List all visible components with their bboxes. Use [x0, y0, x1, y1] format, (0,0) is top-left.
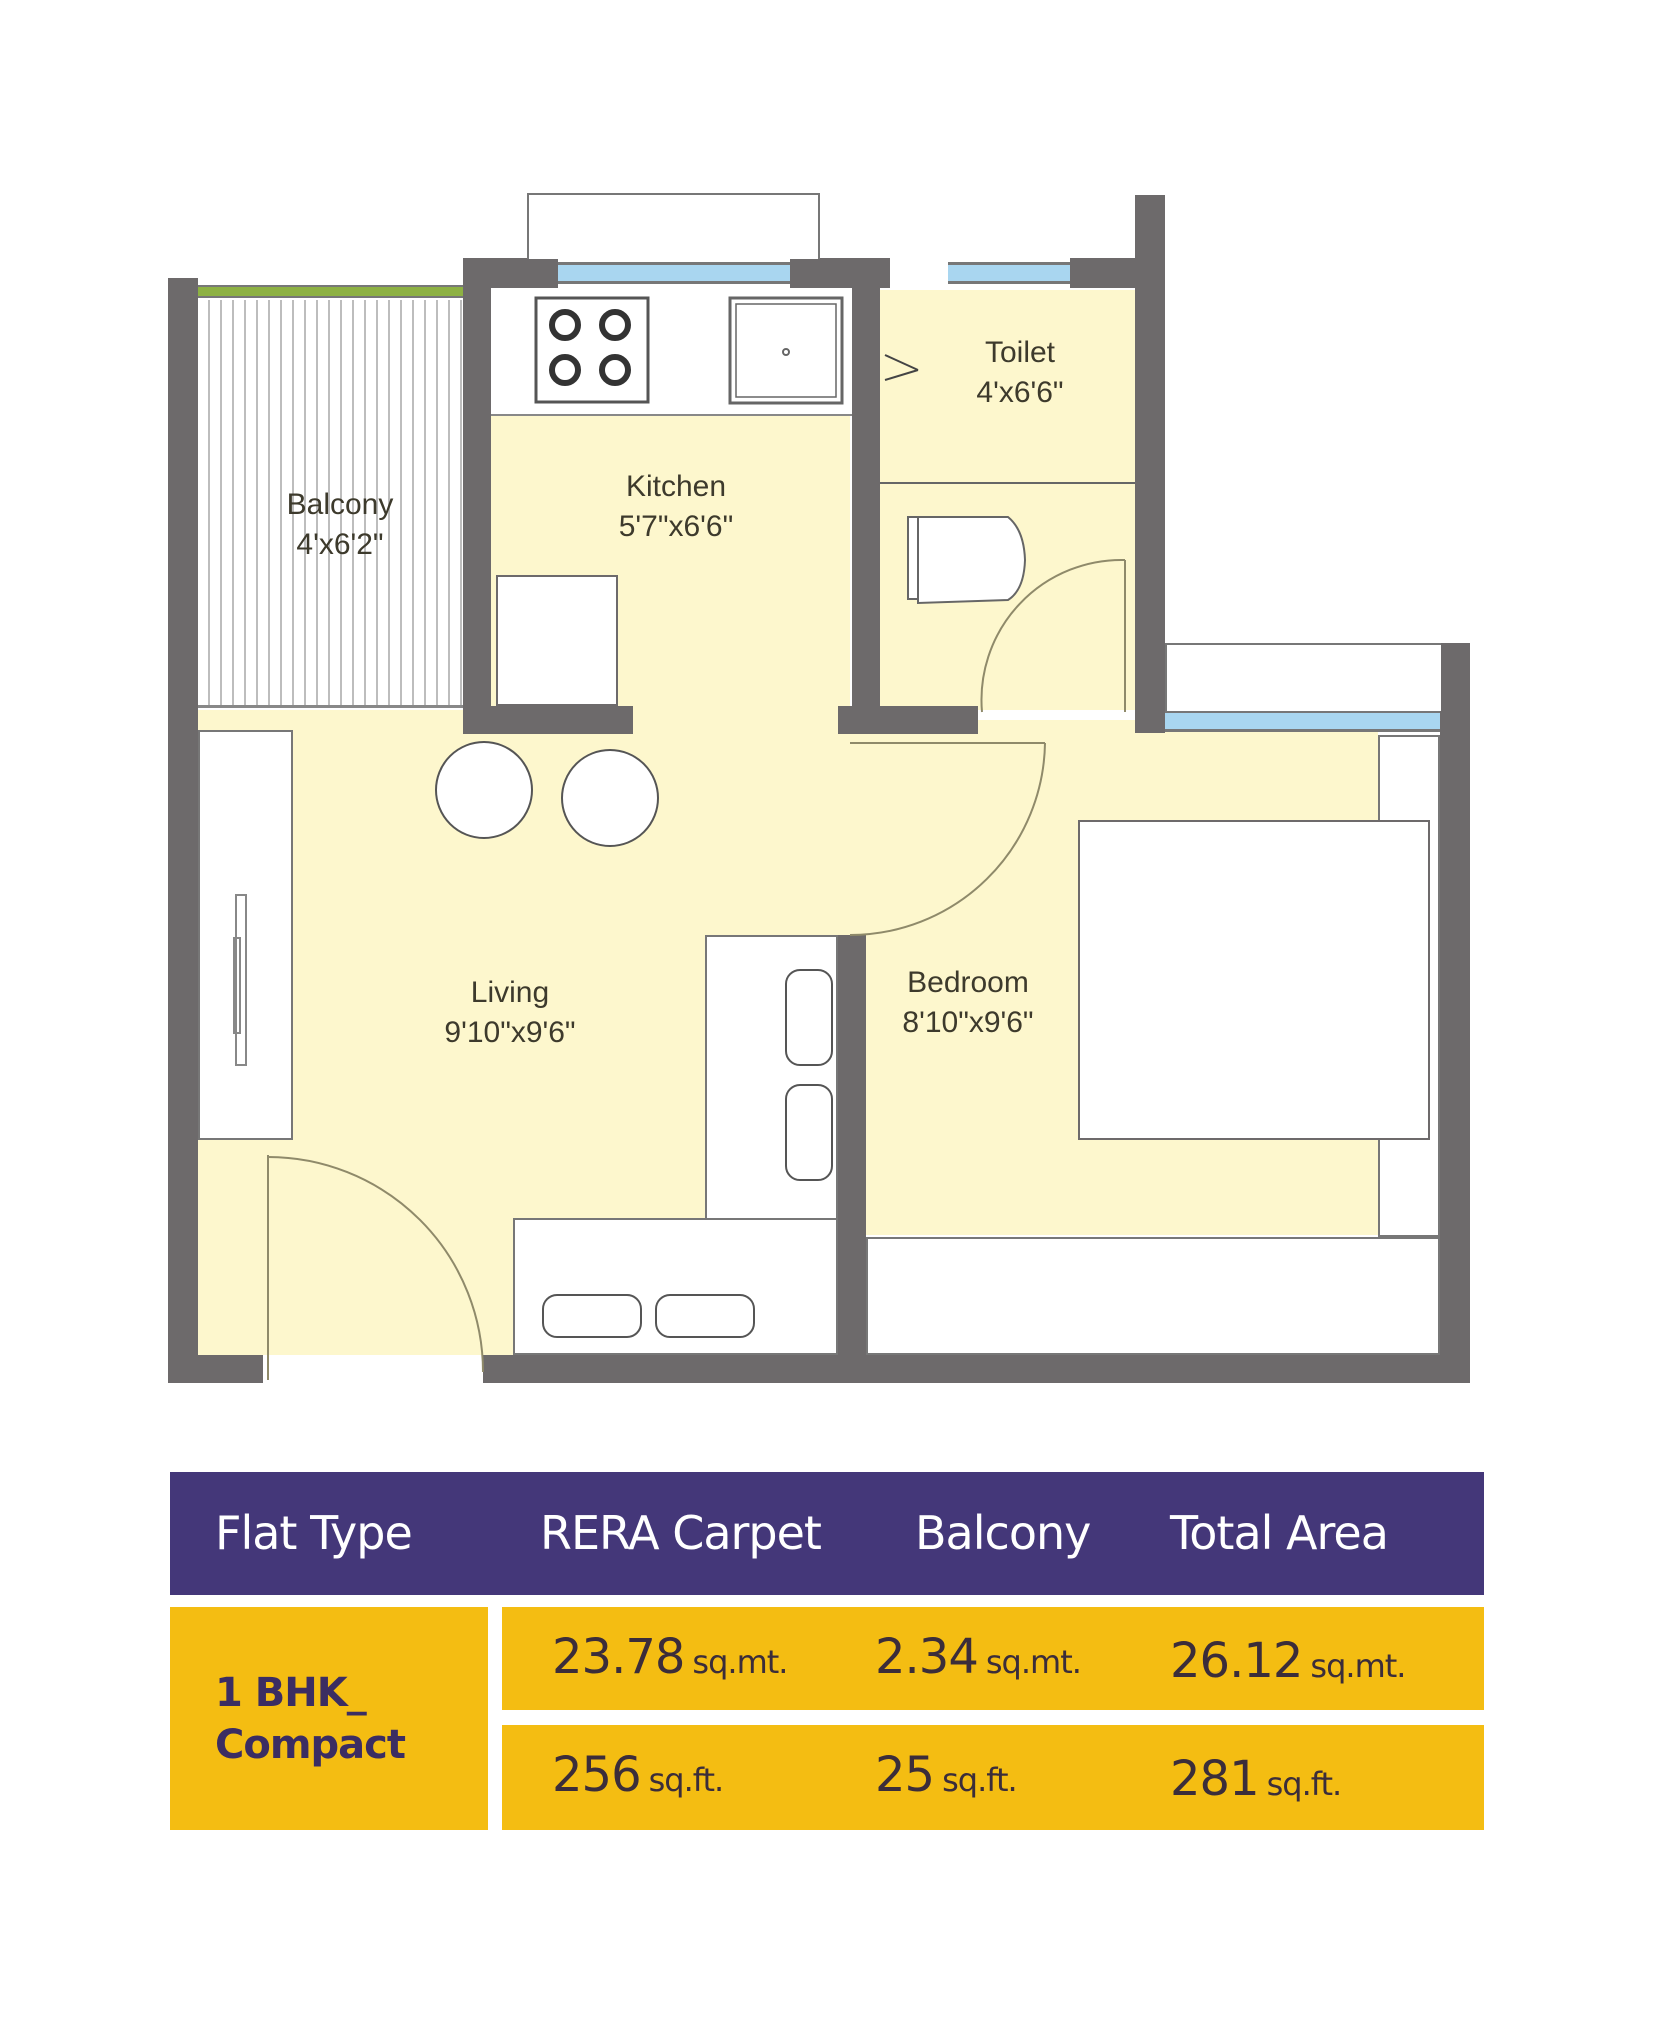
flat-type-cell: 1 BHK_ Compact [170, 1607, 488, 1830]
room-dimensions: 9'10"x9'6" [444, 1016, 576, 1049]
plan-details [233, 296, 1135, 1380]
room-name: Balcony [286, 488, 394, 521]
flat-type-line1: 1 BHK_ [215, 1670, 367, 1716]
toilet-floor [880, 290, 1135, 710]
bedroom-wardrobe [866, 1237, 1440, 1355]
bottom-wall-right [483, 1355, 1470, 1383]
bedroom-ledge [1165, 643, 1441, 711]
room-label-balcony: Balcony 4'x6'2" [230, 485, 450, 565]
header-flat-type: Flat Type [215, 1506, 413, 1560]
flat-type-line2: Compact [215, 1722, 406, 1768]
kitchen-ledge [527, 193, 820, 259]
header-total-area: Total Area [1170, 1506, 1389, 1560]
room-name: Kitchen [625, 470, 727, 503]
fridge [496, 575, 618, 706]
kitchen-left-wall [463, 258, 491, 733]
bedroom-window [1165, 710, 1440, 732]
sink-icon [728, 296, 844, 405]
room-name: Bedroom [907, 966, 1029, 999]
stool-icon [435, 741, 533, 839]
room-label-bedroom: Bedroom 8'10"x9'6" [858, 963, 1078, 1043]
toilet-door-icon [980, 558, 1126, 713]
kitchen-window [558, 262, 790, 284]
balcony-railing [198, 285, 463, 298]
balcony-area [198, 300, 463, 708]
wc-icon [880, 482, 1135, 605]
kitchen-bottom-wall [463, 706, 633, 734]
room-dimensions: 8'10"x9'6" [902, 1006, 1034, 1039]
toilet-right-wall [1135, 195, 1165, 733]
living-bedroom-partition [838, 935, 866, 1375]
toilet-window [948, 262, 1070, 284]
table-header: Flat Type RERA Carpet Balcony Total Area [170, 1472, 1484, 1595]
room-dimensions: 4'x6'6" [976, 376, 1064, 409]
left-outer-wall [168, 278, 198, 1383]
kitchen-toilet-partition [852, 258, 880, 733]
toilet-bottom-wall [838, 706, 978, 734]
room-name: Toilet [984, 336, 1056, 369]
room-label-toilet: Toilet 4'x6'6" [910, 333, 1130, 413]
room-label-living: Living 9'10"x9'6" [400, 973, 620, 1053]
room-label-kitchen: Kitchen 5'7"x6'6" [566, 467, 786, 547]
bed [1078, 820, 1430, 1140]
stool-icon [561, 749, 659, 847]
bottom-wall-left [168, 1355, 263, 1383]
header-rera-carpet: RERA Carpet [540, 1506, 822, 1560]
room-name: Living [470, 976, 550, 1009]
washbasin-tap-icon [884, 354, 919, 381]
flat-type-value: 1 BHK_ Compact [215, 1667, 406, 1771]
header-balcony: Balcony [915, 1506, 1091, 1560]
room-dimensions: 4'x6'2" [296, 528, 384, 561]
room-dimensions: 5'7"x6'6" [618, 510, 734, 543]
stove-icon [534, 296, 650, 404]
main-door-icon [267, 1155, 484, 1380]
bedroom-door-icon [849, 742, 1046, 936]
kitchen-top-wall-left [463, 258, 558, 288]
bedroom-right-wall [1440, 643, 1470, 1383]
